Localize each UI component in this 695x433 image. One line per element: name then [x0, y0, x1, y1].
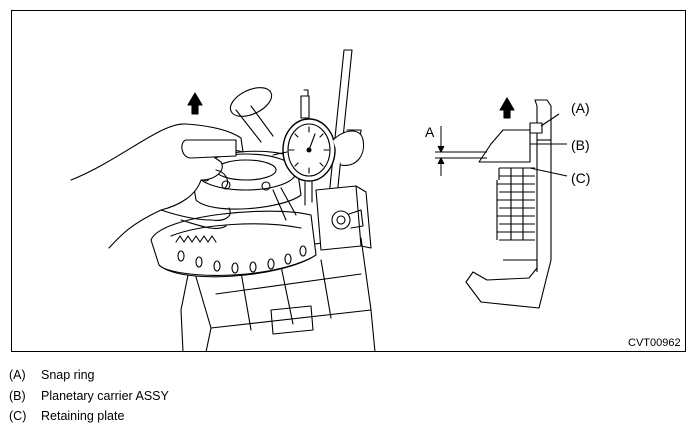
dimension-a-label: A [425, 124, 435, 140]
top-knob [229, 87, 274, 143]
figure-code: CVT00962 [628, 337, 681, 349]
legend-key: (A) [9, 368, 26, 382]
indicator-stand [327, 49, 362, 207]
legend-text: Retaining plate [41, 409, 125, 423]
legend-text: Planetary carrier ASSY [41, 388, 169, 403]
drum-assembly [150, 210, 317, 278]
carrier-profile [478, 129, 531, 163]
legend-key: (C) [9, 409, 27, 423]
retaining-plate-stack [496, 167, 538, 272]
figure-illustration: A (A) (B) (C) CVT00962 [11, 10, 686, 352]
callout-a: (A) [571, 100, 590, 116]
callout-c: (C) [571, 170, 590, 186]
callout-b: (B) [571, 137, 590, 153]
figure-frame: A (A) (B) (C) CVT00962 [11, 10, 686, 352]
magnetic-base [315, 185, 372, 251]
figure-border [11, 10, 686, 352]
legend-key: (B) [9, 388, 26, 403]
clearance-detail [435, 97, 568, 309]
measurement-illustration [70, 49, 376, 352]
hand [70, 123, 244, 249]
dimension-a [435, 126, 487, 176]
legend-text: Snap ring [41, 368, 95, 382]
dial-gauge [272, 89, 365, 206]
lift-arrow-right [499, 97, 515, 119]
snap-ring [529, 122, 543, 134]
